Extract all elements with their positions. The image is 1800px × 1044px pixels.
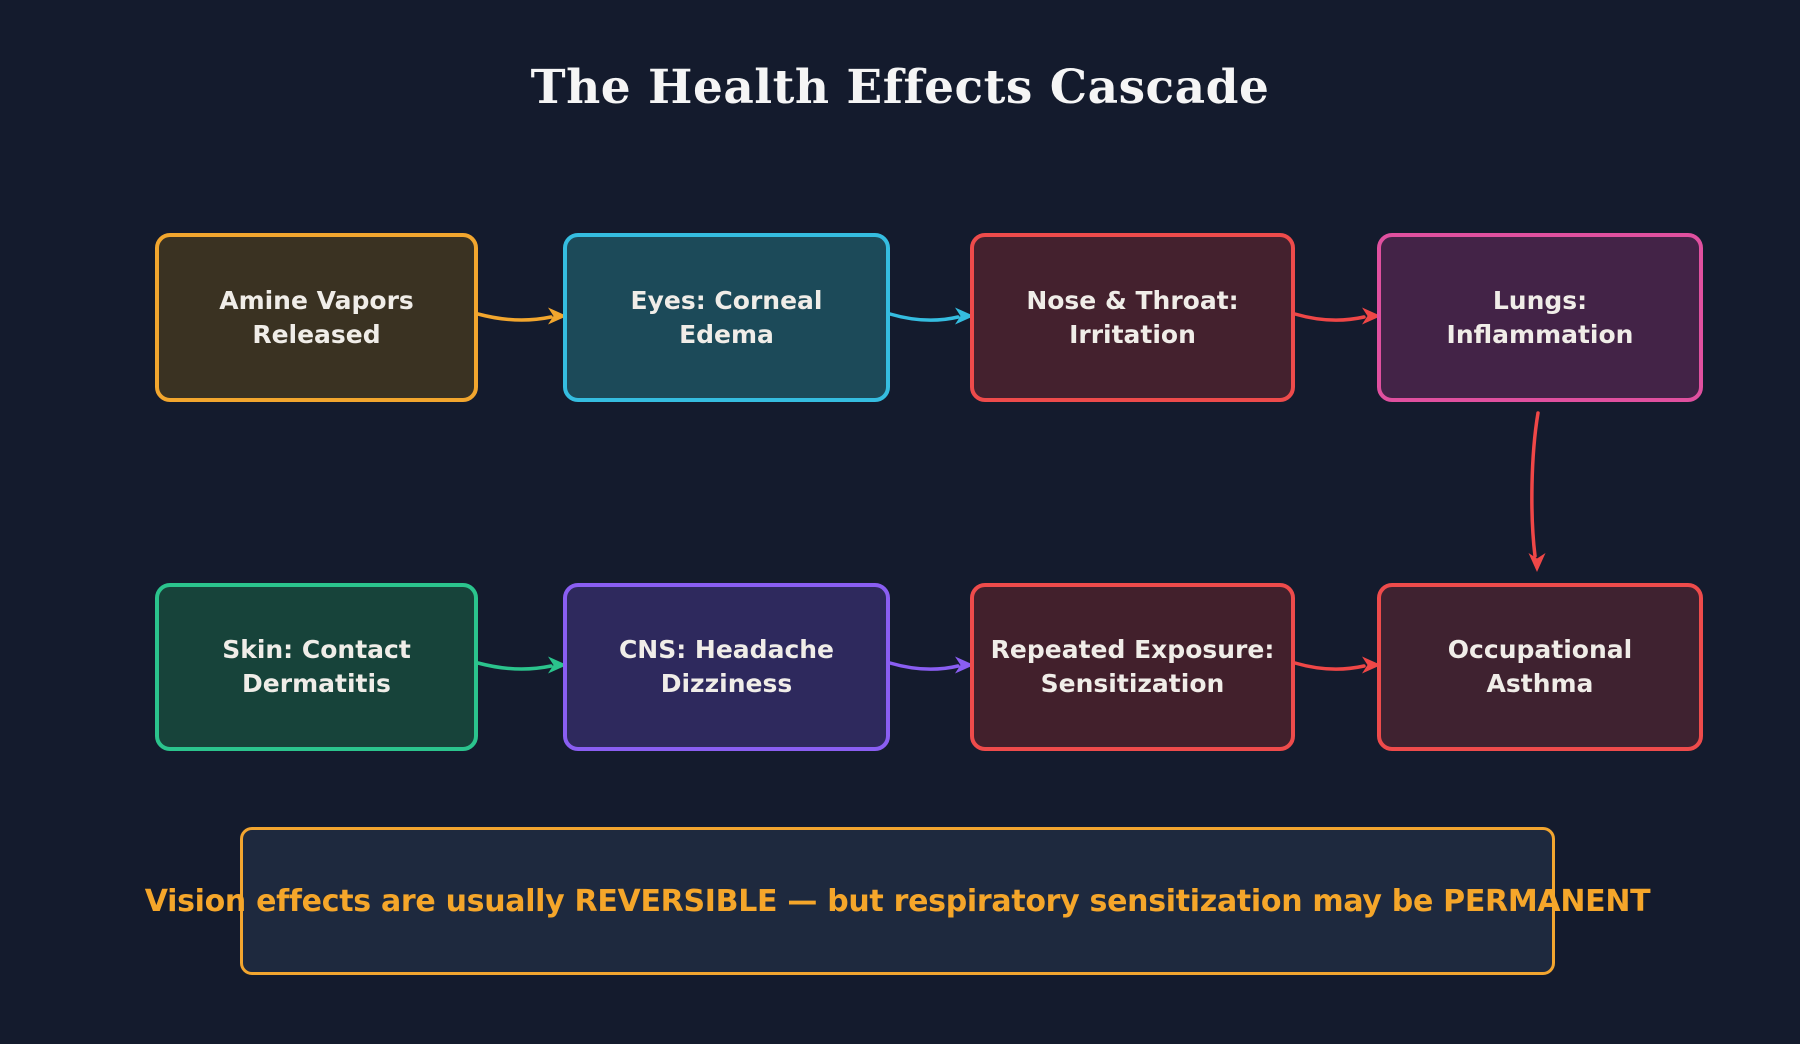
node-label: Amine Vapors Released xyxy=(219,285,414,349)
arrow-amine-to-eyes xyxy=(476,307,567,325)
node-label: Occupational Asthma xyxy=(1447,635,1633,698)
node-label: CNS: Headache Dizziness xyxy=(618,635,835,698)
arrow-cns-to-repeated xyxy=(888,656,974,674)
node-eyes-corneal-edema: Eyes: Corneal Edema xyxy=(563,233,890,402)
node-amine-vapors-released: Amine Vapors Released xyxy=(155,233,478,402)
arrow-repeated-to-asthma xyxy=(1293,656,1381,674)
node-skin-contact-dermatitis: Skin: Contact Dermatitis xyxy=(155,583,478,751)
node-label: Skin: Contact Dermatitis xyxy=(222,635,411,698)
arrow-skin-to-cns xyxy=(476,656,567,674)
node-cns-headache-dizziness: CNS: Headache Dizziness xyxy=(563,583,890,751)
diagram-title: The Health Effects Cascade xyxy=(530,60,1270,115)
arrow-lungs-to-asthma xyxy=(1528,411,1546,572)
node-label: Lungs: Inflammation xyxy=(1446,285,1634,349)
arrow-nose-to-lungs xyxy=(1293,307,1381,325)
node-repeated-exposure-sensitization: Repeated Exposure: Sensitization xyxy=(970,583,1295,751)
node-lungs-inflammation: Lungs: Inflammation xyxy=(1377,233,1703,402)
note-box: Vision effects are usually REVERSIBLE — … xyxy=(145,827,1651,975)
node-label: Nose & Throat: Irritation xyxy=(1026,285,1239,349)
node-label: Eyes: Corneal Edema xyxy=(630,285,823,349)
note-text: Vision effects are usually REVERSIBLE — … xyxy=(144,883,1651,919)
node-occupational-asthma: Occupational Asthma xyxy=(1377,583,1703,751)
arrow-eyes-to-nose xyxy=(888,307,974,325)
node-nose-throat-irritation: Nose & Throat: Irritation xyxy=(970,233,1295,402)
node-label: Repeated Exposure: Sensitization xyxy=(990,635,1275,698)
